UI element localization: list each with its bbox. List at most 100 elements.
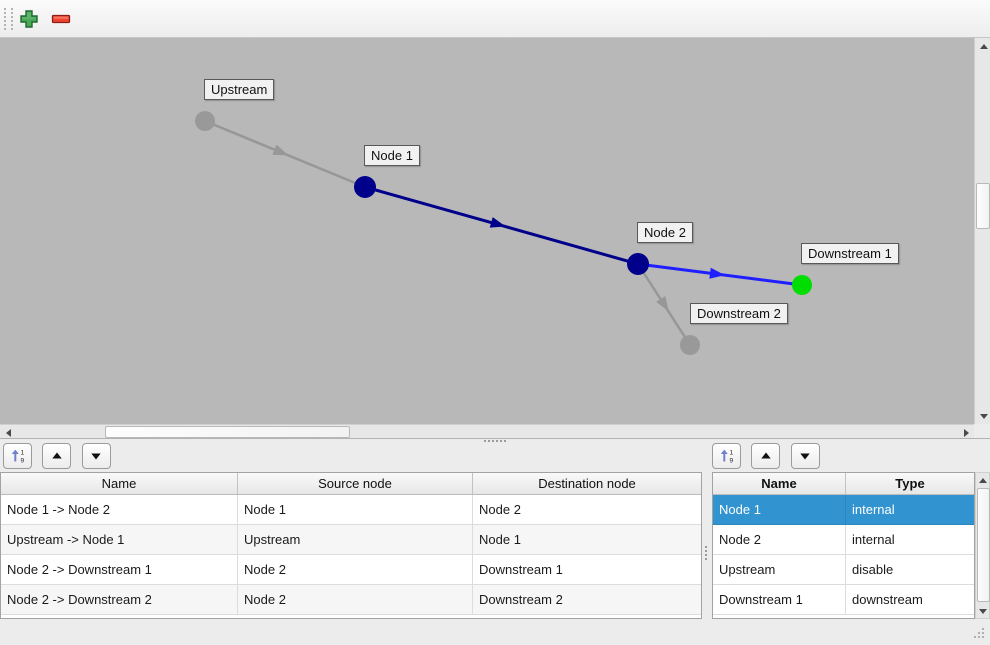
triangle-up-icon [761, 452, 771, 459]
svg-text:1: 1 [729, 450, 733, 457]
table-row[interactable]: Node 2 internal [713, 525, 974, 555]
table-row[interactable]: Node 2 -> Downstream 2 Node 2 Downstream… [1, 585, 701, 615]
svg-text:9: 9 [20, 458, 24, 465]
triangle-down-icon [91, 453, 102, 460]
graph-pane: Upstream Node 1 Node 2 Downstream 1 Down… [0, 38, 990, 439]
edges-sort-button[interactable]: 1 9 [3, 443, 32, 469]
splitter-grip-icon [484, 440, 486, 442]
node-label-upstream[interactable]: Upstream [204, 79, 275, 100]
table-cell: Node 2 [479, 502, 521, 517]
scroll-down-button[interactable] [976, 604, 989, 618]
arrowhead-icon [656, 295, 669, 312]
table-cell: Node 2 -> Downstream 1 [1, 555, 238, 584]
canvas-vertical-scrollbar[interactable] [974, 38, 990, 424]
remove-node-button[interactable] [51, 9, 71, 29]
column-header-type[interactable]: Type [895, 476, 925, 491]
plus-icon [20, 10, 38, 28]
edges-move-down-button[interactable] [81, 443, 111, 469]
sort-ascending-icon: 1 9 [11, 450, 24, 465]
table-cell: Downstream 1 [479, 562, 563, 577]
sort-ascending-icon: 1 9 [720, 450, 733, 465]
horizontal-pane-splitter[interactable] [0, 438, 990, 444]
column-header-name[interactable]: Name [1, 473, 238, 494]
horizontal-scroll-thumb[interactable] [105, 426, 350, 438]
svg-text:9: 9 [729, 458, 733, 465]
table-cell: Node 1 [479, 532, 521, 547]
toolbar-drag-handle[interactable] [4, 8, 13, 30]
scroll-up-button[interactable] [976, 473, 989, 487]
vertical-scroll-thumb[interactable] [976, 183, 990, 229]
vertical-pane-splitter[interactable] [705, 546, 707, 548]
triangle-up-icon [978, 477, 987, 483]
nodes-panel-toolbar: 1 9 [712, 443, 826, 469]
triangle-down-icon [800, 453, 811, 460]
triangle-up-icon [52, 452, 62, 459]
scroll-left-button[interactable] [0, 426, 16, 439]
graph-canvas[interactable]: Upstream Node 1 Node 2 Downstream 1 Down… [0, 38, 974, 424]
node-label-node1[interactable]: Node 1 [364, 145, 420, 166]
table-row[interactable]: Node 2 -> Downstream 1 Node 2 Downstream… [1, 555, 701, 585]
triangle-left-icon [5, 428, 11, 437]
table-cell: internal [852, 532, 895, 547]
node-downstream1[interactable] [792, 275, 812, 295]
table-cell: disable [852, 562, 894, 577]
scroll-up-button[interactable] [976, 38, 990, 54]
triangle-right-icon [963, 428, 969, 437]
edges-table-header: Name Source node Destination node [1, 473, 701, 495]
column-header-source-node[interactable]: Source node [238, 473, 473, 494]
main-toolbar [0, 0, 990, 38]
nodes-move-up-button[interactable] [751, 443, 781, 469]
node-downstream2[interactable] [680, 335, 700, 355]
table-cell: Node 2 -> Downstream 2 [1, 585, 238, 614]
node-node1[interactable] [354, 176, 376, 198]
node-upstream[interactable] [195, 111, 215, 131]
table-row[interactable]: Upstream disable [713, 555, 974, 585]
triangle-down-icon [978, 608, 987, 614]
table-row[interactable]: Node 1 -> Node 2 Node 1 Node 2 [1, 495, 701, 525]
table-row[interactable]: Downstream 1 downstream [713, 585, 974, 615]
node-label-node2[interactable]: Node 2 [637, 222, 693, 243]
table-cell: Downstream 1 [713, 585, 846, 614]
node-label-downstream1[interactable]: Downstream 1 [801, 243, 899, 264]
nodes-table-header: Name Type [713, 473, 974, 495]
vertical-scroll-thumb[interactable] [977, 488, 990, 602]
edges-panel-toolbar: 1 9 [3, 443, 117, 469]
table-cell: internal [852, 502, 895, 517]
add-node-button[interactable] [19, 9, 39, 29]
node-node2[interactable] [627, 253, 649, 275]
table-cell: Upstream -> Node 1 [1, 525, 238, 554]
column-header-name[interactable]: Name [713, 473, 846, 494]
canvas-horizontal-scrollbar[interactable] [0, 424, 974, 439]
arrowhead-icon [489, 217, 506, 228]
minus-icon [51, 14, 71, 24]
table-cell: Node 1 [238, 495, 473, 524]
scroll-down-button[interactable] [976, 408, 990, 424]
node-label-downstream2[interactable]: Downstream 2 [690, 303, 788, 324]
svg-text:1: 1 [20, 450, 24, 457]
arrowhead-icon [709, 267, 725, 279]
arrowhead-icon [272, 144, 289, 156]
table-cell: Upstream [713, 555, 846, 584]
nodes-sort-button[interactable]: 1 9 [712, 443, 741, 469]
table-row[interactable]: Upstream -> Node 1 Upstream Node 1 [1, 525, 701, 555]
nodes-table-scrollbar[interactable] [975, 472, 990, 619]
nodes-table: Name Type Node 1 internal Node 2 interna… [712, 472, 975, 619]
table-cell: downstream [852, 592, 923, 607]
edges-move-up-button[interactable] [42, 443, 72, 469]
table-row-selected[interactable]: Node 1 internal [713, 495, 974, 525]
edges-table: Name Source node Destination node Node 1… [0, 472, 702, 619]
window-resize-grip[interactable] [974, 628, 976, 630]
column-header-destination-node[interactable]: Destination node [538, 476, 636, 491]
table-cell: Node 2 [238, 585, 473, 614]
triangle-up-icon [979, 43, 988, 49]
table-cell: Node 1 [713, 495, 846, 524]
nodes-move-down-button[interactable] [790, 443, 820, 469]
table-cell: Node 2 [713, 525, 846, 554]
table-cell: Upstream [238, 525, 473, 554]
table-cell: Node 2 [238, 555, 473, 584]
table-cell: Downstream 2 [479, 592, 563, 607]
scrollbar-corner [974, 424, 990, 438]
scroll-right-button[interactable] [958, 426, 974, 439]
triangle-down-icon [979, 413, 988, 419]
